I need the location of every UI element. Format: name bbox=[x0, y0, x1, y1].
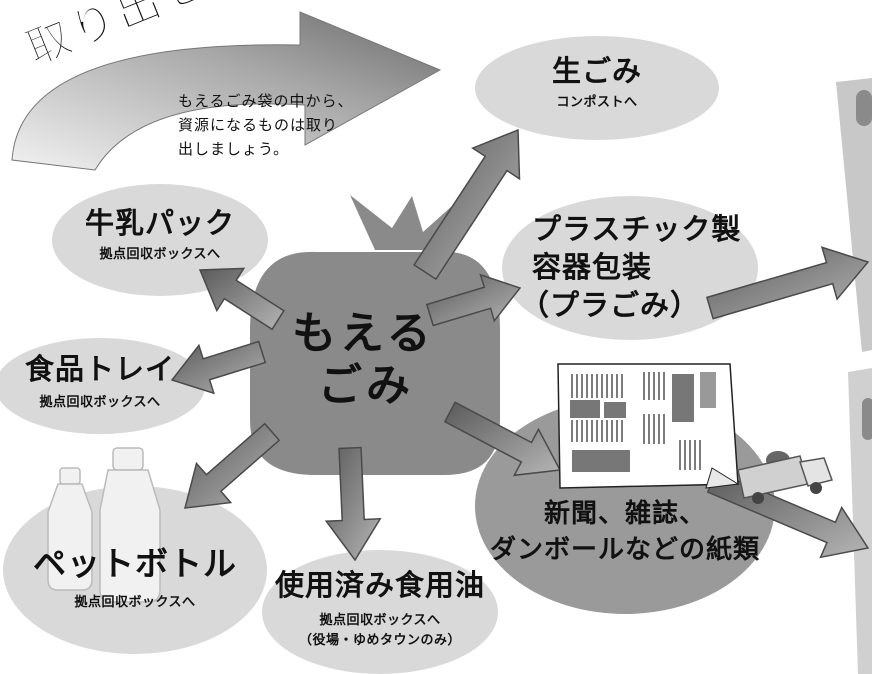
milk-carton-dest: 拠点回収ボックスへ bbox=[99, 247, 221, 262]
right-panel-bottom bbox=[848, 368, 872, 674]
pet-bottle-label: ペットボトル bbox=[33, 544, 237, 583]
banner-description-line-1: もえるごみ袋の中から、 bbox=[178, 92, 354, 110]
food-tray-dest: 拠点回収ボックスへ bbox=[39, 395, 161, 410]
arrow-to-milk-carton bbox=[198, 267, 285, 331]
arrow-to-food-tray bbox=[170, 340, 267, 395]
milk-carton-label: 牛乳パック bbox=[84, 206, 235, 240]
arrow-to-cooking-oil bbox=[324, 446, 382, 562]
plastic-ellipse bbox=[502, 196, 758, 340]
cooking-oil-dest-line-1: 拠点回収ボックスへ bbox=[319, 613, 441, 628]
garbage-truck-icon bbox=[737, 451, 833, 504]
kitchen-waste-ellipse bbox=[475, 36, 719, 140]
kitchen-waste-label: 生ごみ bbox=[551, 54, 642, 88]
cooking-oil-ellipse bbox=[262, 550, 498, 674]
milk-carton-ellipse bbox=[52, 184, 268, 296]
arrow-to-kitchen-waste bbox=[413, 128, 521, 281]
plastic-label-line-1: プラスチック製 bbox=[532, 212, 742, 246]
kitchen-waste-dest: コンポストへ bbox=[556, 95, 638, 110]
arrow-to-pet-bottle bbox=[184, 422, 281, 509]
paper-label-line-2: ダンボールなどの紙類 bbox=[489, 535, 760, 565]
arrow-to-paper bbox=[443, 401, 562, 477]
newspaper-icon bbox=[557, 363, 740, 489]
arrow-plastic-to-panel bbox=[705, 246, 870, 320]
center-label-line-1: もえる bbox=[292, 308, 435, 359]
food-tray-label: 食品トレイ bbox=[24, 352, 175, 386]
banner-swoosh-arrow bbox=[11, 11, 442, 171]
food-tray-ellipse bbox=[0, 338, 205, 434]
plastic-label-line-2: 容器包装 bbox=[532, 250, 653, 284]
pet-bottle-dest: 拠点回収ボックスへ bbox=[74, 595, 196, 610]
right-panel-top bbox=[836, 78, 872, 352]
pet-bottle-icon bbox=[47, 447, 161, 603]
paper-label-line-1: 新聞、雑誌、 bbox=[543, 499, 706, 529]
cooking-oil-dest-line-2: （役場・ゆめタウンのみ） bbox=[298, 633, 461, 648]
center-label-line-2: ごみ bbox=[318, 360, 414, 411]
arrow-to-plastic bbox=[425, 273, 522, 327]
cooking-oil-label: 使用済み食用油 bbox=[274, 568, 485, 602]
banner-description-line-2: 資源になるものは取り bbox=[178, 116, 339, 134]
plastic-label-line-3: （プラごみ） bbox=[520, 288, 701, 322]
banner-description-line-3: 出しましょう。 bbox=[178, 140, 290, 158]
